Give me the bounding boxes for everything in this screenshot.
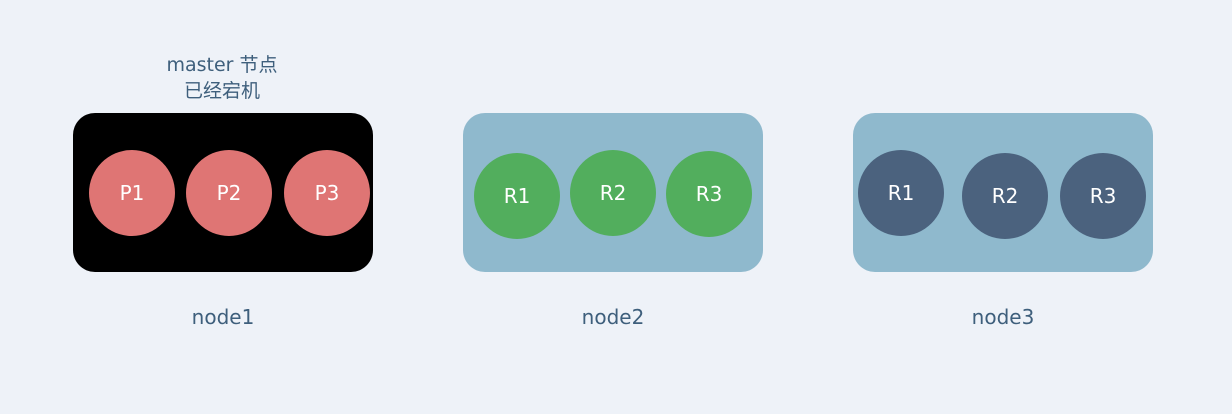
- node2-box: R1 R2 R3: [463, 113, 763, 272]
- node1-shard-3: P3: [284, 150, 370, 236]
- node2-shard-1: R1: [474, 153, 560, 239]
- node1-box: P1 P2 P3: [73, 113, 373, 272]
- node2-shard-2: R2: [570, 150, 656, 236]
- node2-label: node2: [581, 305, 645, 329]
- master-note-line-1: master 节点: [166, 54, 278, 76]
- node3-shard-1: R1: [858, 150, 944, 236]
- node1-label: node1: [191, 305, 255, 329]
- node1-shard-2: P2: [186, 150, 272, 236]
- node3-shard-2: R2: [962, 153, 1048, 239]
- node3-box: R1 R2 R3: [853, 113, 1153, 272]
- node1-shard-1: P1: [89, 150, 175, 236]
- node3-label: node3: [971, 305, 1035, 329]
- master-note-line-2: 已经宕机: [183, 80, 260, 102]
- node3-shard-3: R3: [1060, 153, 1146, 239]
- master-down-note: master 节点 已经宕机: [122, 52, 322, 104]
- node2-shard-3: R3: [666, 151, 752, 237]
